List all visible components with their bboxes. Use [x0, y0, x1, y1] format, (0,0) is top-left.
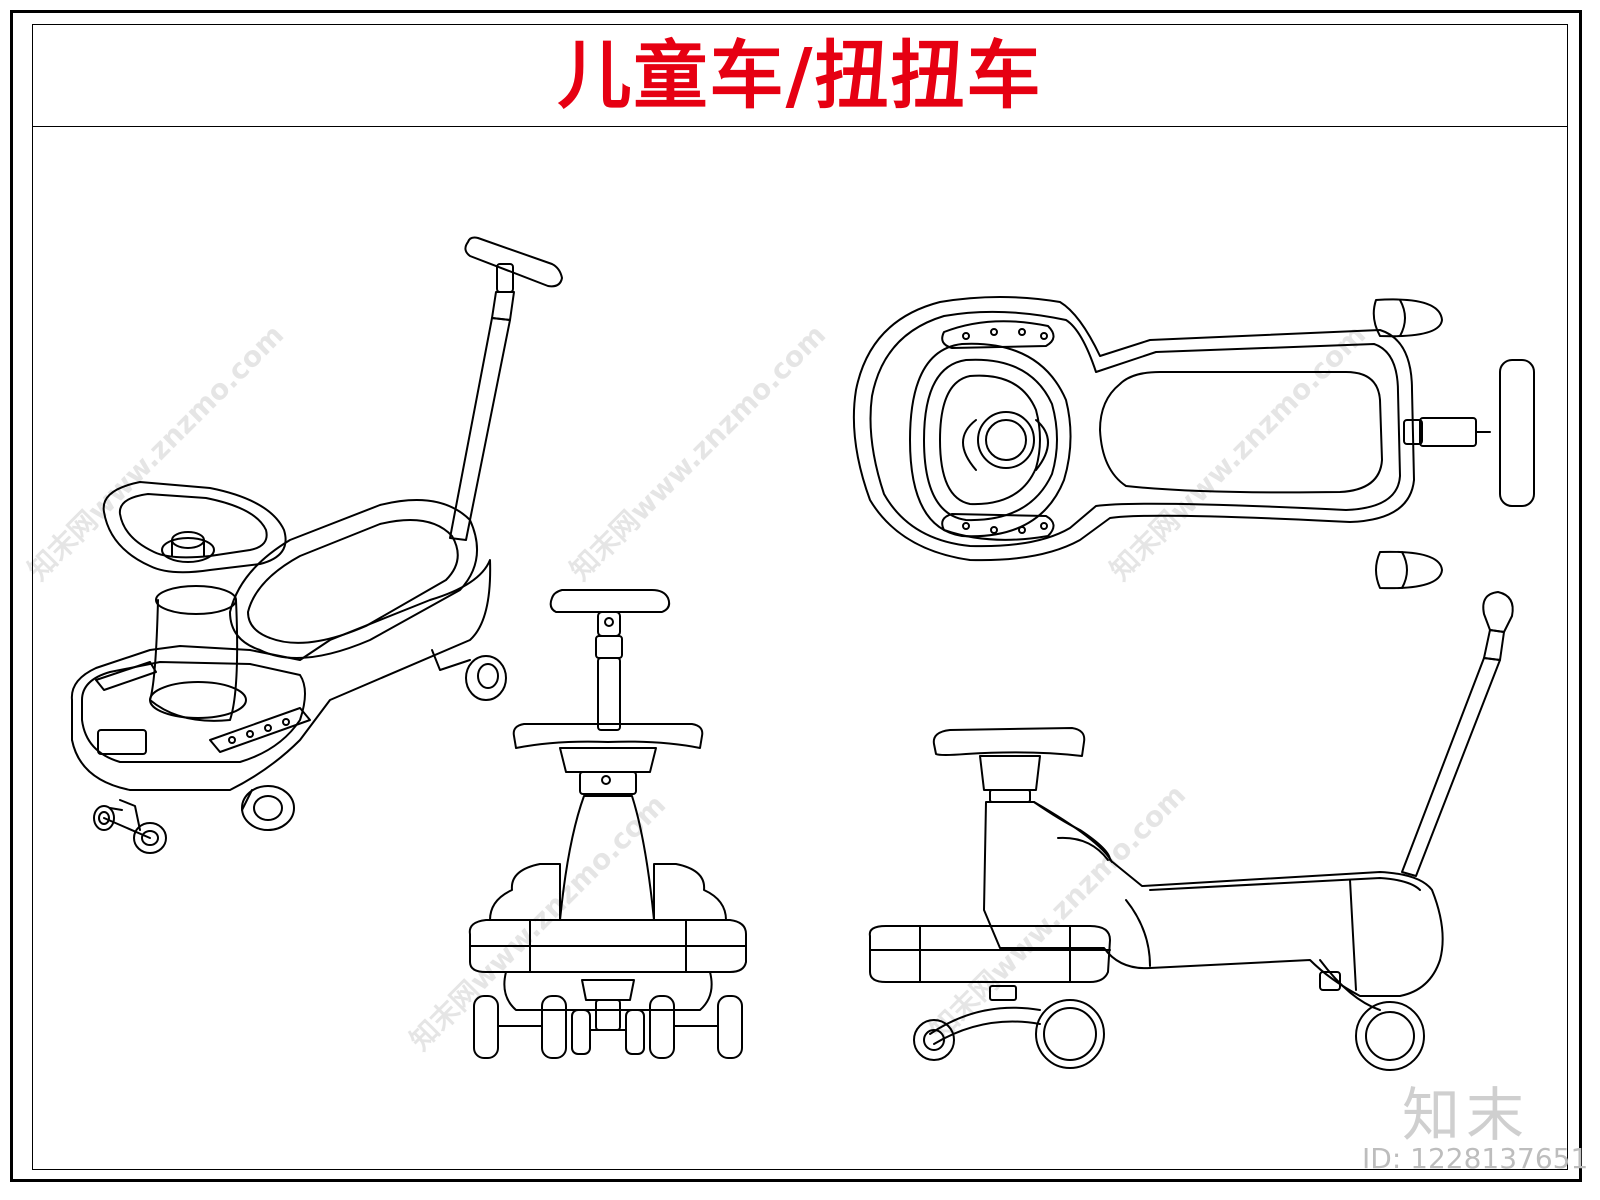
id-label: ID: 1228137651: [1362, 1142, 1589, 1175]
brand-logo: 知末: [1402, 1081, 1531, 1149]
drawing-title: 儿童车/扭扭车: [557, 33, 1043, 119]
top-view: [852, 296, 1535, 590]
isometric-view: [70, 236, 563, 854]
front-view: [468, 589, 747, 1059]
inner-frame: [32, 24, 1568, 1170]
outer-frame: [10, 10, 1582, 1182]
title-divider: [32, 126, 1568, 127]
side-view: [868, 591, 1514, 1071]
